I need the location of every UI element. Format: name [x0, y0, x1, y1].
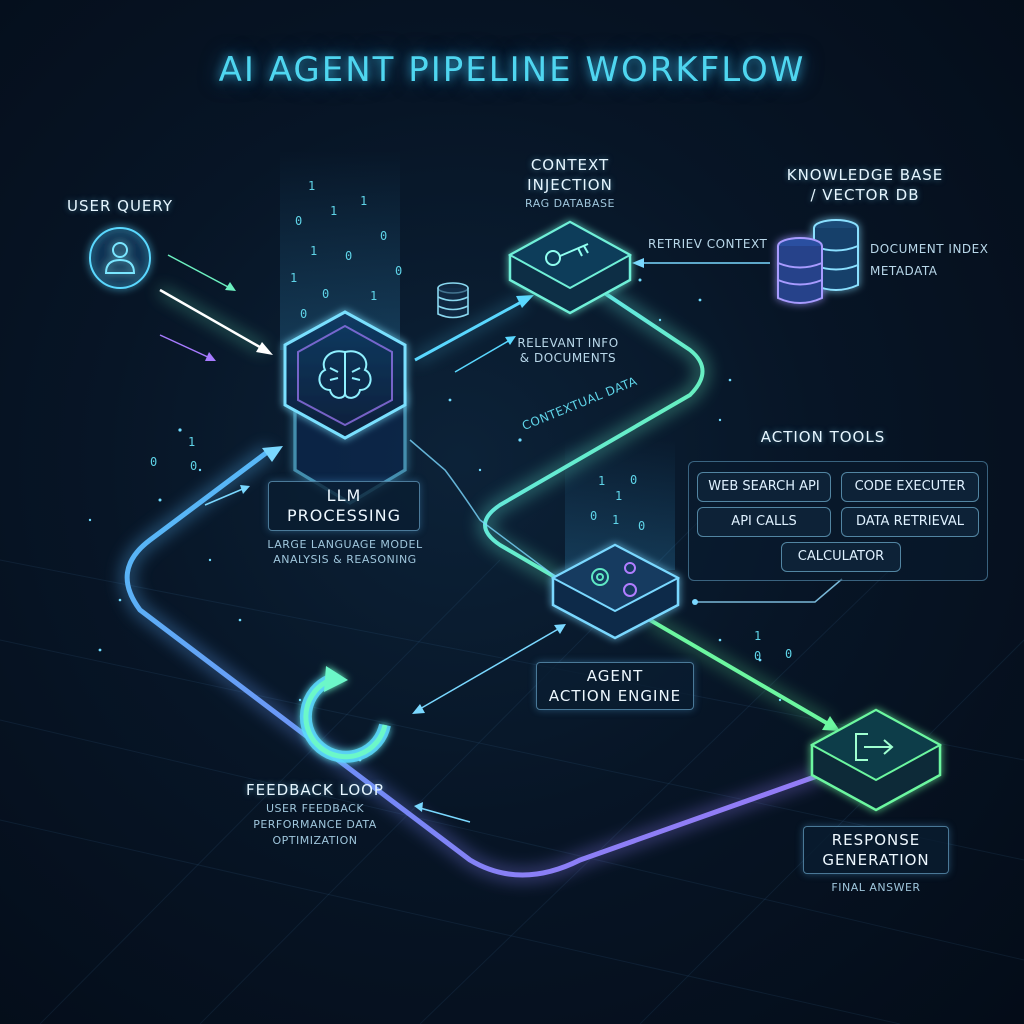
tool-calculator[interactable]: CALCULATOR	[781, 542, 901, 572]
relevant-info-label: RELEVANT INFO & DOCUMENTS	[508, 336, 628, 366]
svg-text:0: 0	[630, 473, 637, 487]
feedback-sub-line3: OPTIMIZATION	[272, 834, 358, 847]
llm-processing-label[interactable]: LLM PROCESSING	[268, 481, 420, 531]
knowledge-base-label-line1: KNOWLEDGE BASE	[786, 166, 944, 184]
svg-text:1: 1	[612, 513, 619, 527]
tool-web-search-api[interactable]: WEB SEARCH API	[697, 472, 831, 502]
svg-text:1: 1	[310, 244, 317, 258]
feedback-loop-label: FEEDBACK LOOP	[246, 781, 384, 799]
svg-text:0: 0	[785, 647, 792, 661]
svg-text:1: 1	[615, 489, 622, 503]
final-answer-label: FINAL ANSWER	[831, 881, 921, 894]
engine-to-response-path	[646, 614, 840, 731]
response-label-line2: GENERATION	[822, 851, 930, 869]
tools-connector	[695, 578, 843, 603]
context-injection-sub: RAG DATABASE	[525, 197, 615, 210]
svg-text:1: 1	[330, 204, 337, 218]
tool-api-calls[interactable]: API CALLS	[697, 507, 831, 537]
contextual-data-path	[478, 284, 710, 587]
svg-text:0: 0	[638, 519, 645, 533]
relevant-info-line1: RELEVANT INFO	[517, 336, 619, 350]
svg-text:0: 0	[754, 649, 761, 663]
relevant-info-line2: & DOCUMENTS	[519, 351, 617, 365]
agent-action-engine-node[interactable]	[550, 543, 681, 640]
user-query-arrows	[158, 254, 273, 361]
knowledge-base-label: KNOWLEDGE BASE / VECTOR DB	[755, 165, 975, 205]
feedback-loop-path	[120, 444, 823, 882]
svg-text:0: 0	[380, 229, 387, 243]
response-label-line1: RESPONSE	[831, 831, 921, 849]
gears-icon	[591, 562, 637, 597]
loop-return-arrows	[204, 446, 471, 823]
feedback-loop-sub: USER FEEDBACK PERFORMANCE DATA OPTIMIZAT…	[225, 801, 405, 849]
background-grid	[0, 519, 1024, 1024]
engine-label-line1: AGENT	[586, 667, 644, 685]
context-injection-node[interactable]	[507, 220, 633, 315]
svg-text:0: 0	[322, 287, 329, 301]
svg-text:1: 1	[370, 289, 377, 303]
engine-feedback-arrow	[412, 624, 566, 714]
agent-action-engine-label[interactable]: AGENT ACTION ENGINE	[536, 662, 694, 710]
page-title: AI AGENT PIPELINE WORKFLOW	[218, 50, 806, 90]
llm-processing-node[interactable]	[283, 310, 407, 505]
key-icon	[545, 243, 589, 266]
retrieve-context-label: RETRIEV CONTEXT	[648, 237, 768, 251]
svg-text:1: 1	[188, 435, 195, 449]
user-query-node[interactable]	[89, 227, 151, 289]
action-tools-panel: WEB SEARCH API CODE EXECUTER API CALLS D…	[688, 461, 988, 581]
context-injection-label-line1: CONTEXT	[530, 156, 610, 174]
svg-text:0: 0	[590, 509, 597, 523]
metadata-label: METADATA	[870, 264, 938, 278]
llm-sub-line2: ANALYSIS & REASONING	[273, 553, 417, 566]
svg-text:1: 1	[754, 629, 761, 643]
brain-icon	[318, 350, 372, 399]
particles	[88, 278, 782, 762]
knowledge-base-label-line2: / VECTOR DB	[810, 186, 920, 204]
svg-text:0: 0	[345, 249, 352, 263]
binary-rain-engine: 1 1 0 0 1 0 1 0 0	[590, 473, 792, 663]
database-small-icon	[437, 282, 469, 319]
llm-sub-line1: LARGE LANGUAGE MODEL	[267, 538, 423, 551]
context-injection-label: CONTEXT INJECTION	[480, 155, 660, 195]
feedback-sub-line2: PERFORMANCE DATA	[253, 818, 377, 831]
context-injection-label-line2: INJECTION	[527, 176, 613, 194]
tool-data-retrieval[interactable]: DATA RETRIEVAL	[841, 507, 979, 537]
svg-text:0: 0	[300, 307, 307, 321]
svg-text:1: 1	[360, 194, 367, 208]
action-tools-heading: ACTION TOOLS	[760, 428, 886, 446]
binary-rain-llm: 1 1 0 1 0 1 0 0 1 0 1 0 0 1 0	[150, 179, 402, 473]
svg-text:0: 0	[295, 214, 302, 228]
refresh-arrow-icon[interactable]	[299, 666, 391, 763]
llm-processing-sub: LARGE LANGUAGE MODEL ANALYSIS & REASONIN…	[245, 537, 445, 567]
tool-code-executer[interactable]: CODE EXECUTER	[841, 472, 979, 502]
response-generation-node[interactable]	[809, 708, 943, 812]
response-generation-label[interactable]: RESPONSE GENERATION	[803, 826, 949, 874]
feedback-sub-line1: USER FEEDBACK	[265, 802, 365, 815]
exit-icon	[855, 733, 894, 761]
svg-text:0: 0	[190, 459, 197, 473]
knowledge-base-node[interactable]	[777, 219, 859, 304]
svg-text:0: 0	[150, 455, 157, 469]
llm-processing-line2: PROCESSING	[286, 506, 402, 525]
svg-text:1: 1	[598, 474, 605, 488]
tools-connector-dot	[692, 599, 698, 605]
user-query-label: USER QUERY	[66, 197, 174, 215]
svg-text:1: 1	[290, 271, 297, 285]
llm-to-engine-line	[409, 439, 561, 581]
database-icon	[777, 219, 859, 304]
engine-label-line2: ACTION ENGINE	[548, 687, 682, 705]
retrieve-context-arrow	[632, 258, 770, 268]
document-index-label: DOCUMENT INDEX	[870, 242, 989, 256]
llm-to-context-arrow	[413, 295, 534, 373]
svg-text:1: 1	[308, 179, 315, 193]
llm-processing-line1: LLM	[326, 486, 362, 505]
user-icon	[104, 242, 136, 274]
svg-text:0: 0	[395, 264, 402, 278]
